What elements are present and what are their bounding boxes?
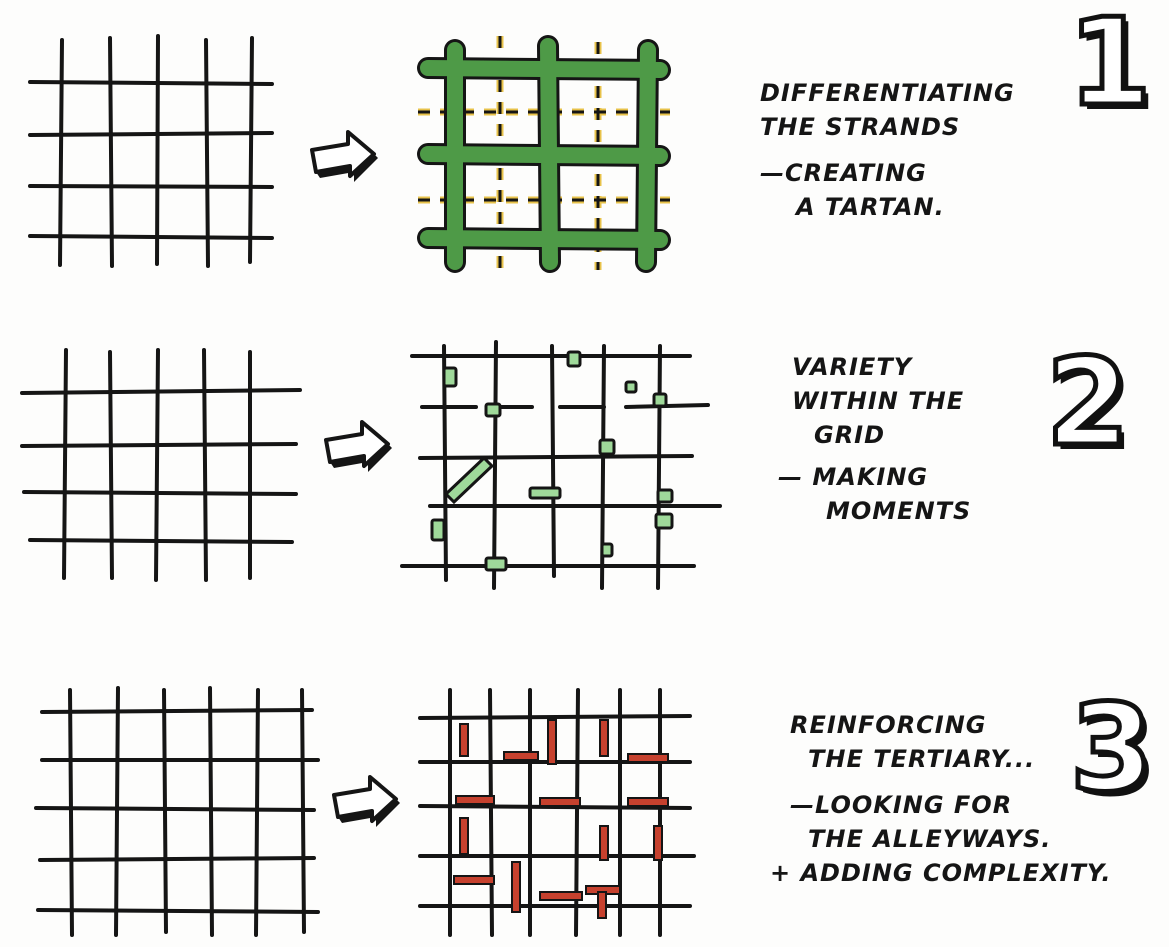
note-line: — MAKING [778,460,971,494]
note-line: A TARTAN. [760,190,1015,224]
note-line: THE STRANDS [760,110,1015,144]
note-line: DIFFERENTIATING [760,76,1015,110]
row3-number: 3 [1070,690,1154,810]
note-line: THE ALLEYWAYS. [790,822,1111,856]
note-line: MOMENTS [792,494,971,528]
row1-note: DIFFERENTIATING THE STRANDS —CREATING A … [760,76,1015,224]
row2-note: VARIETY WITHIN THE GRID — MAKING MOMENTS [792,350,971,528]
row1-base-grid [30,36,272,266]
row3-alleyways-grid [420,690,694,935]
row1-number: 1 [1068,4,1152,124]
note-line: —CREATING [760,156,1015,190]
note-line: THE TERTIARY... [790,742,1111,776]
row2-moments-grid [402,342,720,588]
row1-tartan [418,36,670,272]
note-line: REINFORCING [790,708,1111,742]
arrow-right-icon [312,132,378,182]
row2-base-grid [22,350,300,580]
row2-number: 2 [1046,344,1130,464]
arrow-right-icon [334,777,400,827]
note-line: + ADDING COMPLEXITY. [770,856,1111,890]
note-line: VARIETY [792,350,971,384]
note-line: GRID [792,418,971,452]
row3-note: REINFORCING THE TERTIARY... —LOOKING FOR… [790,708,1111,890]
note-line: WITHIN THE [792,384,971,418]
arrow-right-icon [326,422,392,472]
note-line: —LOOKING FOR [790,788,1111,822]
row3-base-grid [36,688,318,935]
